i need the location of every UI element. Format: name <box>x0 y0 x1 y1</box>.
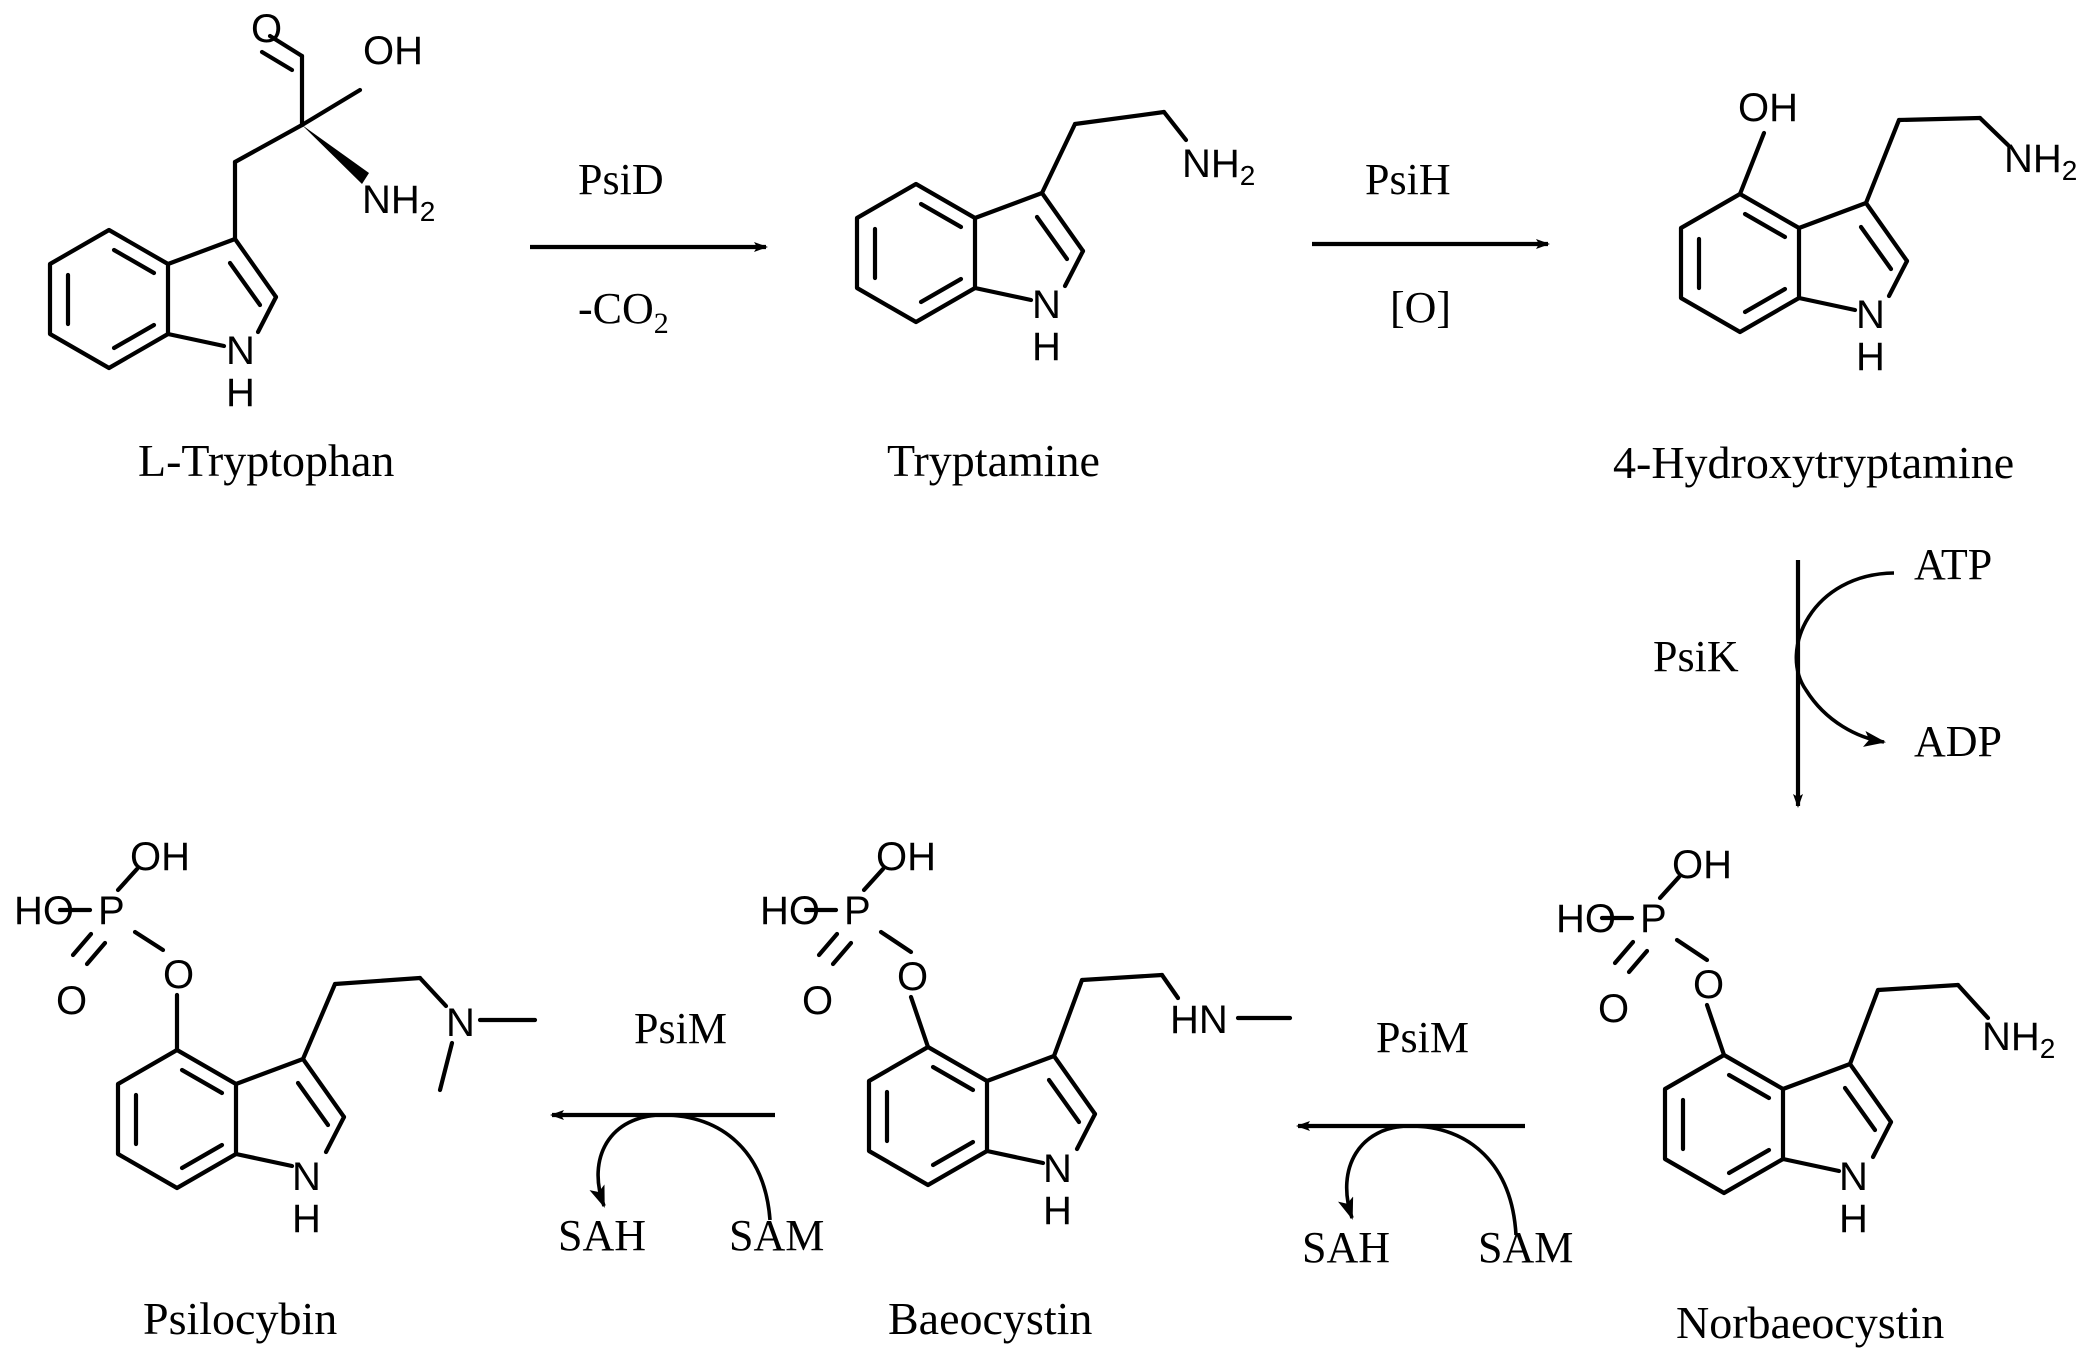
tryptophan-oh: OH <box>363 29 423 73</box>
tryptophan-nh2: NH2 <box>362 178 435 227</box>
psilocybin-dimethyl-n: N <box>446 1001 475 1045</box>
tryptophan-label: L-Tryptophan <box>138 435 394 486</box>
norbaeocystin-structure: OH HO P O O N H NH2 <box>1556 843 2055 1241</box>
norbaeocystin-nh2: NH2 <box>1982 1015 2055 1064</box>
hydroxytryptamine-nh2: NH2 <box>2004 137 2077 186</box>
psilocybin-double-o: O <box>56 979 87 1023</box>
psim-cofactor-curve-1 <box>1337 1124 1518 1236</box>
psih-step: PsiH [O] <box>1312 155 1550 332</box>
psik-cofactor-curve <box>1794 571 1895 747</box>
baeocystin-label: Baeocystin <box>888 1293 1092 1344</box>
norbaeocystin-nh-n: N <box>1839 1155 1868 1199</box>
tryptophan-structure: N H O OH NH2 <box>47 7 435 415</box>
hydroxytryptamine-nh-h: H <box>1856 335 1885 379</box>
psih-enzyme-label: PsiH <box>1365 155 1451 204</box>
baeocystin-nh-n: N <box>1043 1147 1072 1191</box>
psilocybin-nh-n: N <box>292 1155 321 1199</box>
psik-adp-label: ADP <box>1914 717 2002 766</box>
norbaeocystin-ester-o: O <box>1693 963 1724 1007</box>
baeocystin-hn: HN <box>1170 998 1228 1042</box>
baeocystin-ho: HO <box>760 889 820 933</box>
hydroxytryptamine-nh-n: N <box>1856 293 1885 337</box>
baeocystin-oh: OH <box>876 835 936 879</box>
tryptophan-nh-h: H <box>226 371 255 415</box>
psih-cofactor-label: [O] <box>1390 283 1451 332</box>
psilocybin-structure: OH HO P O O N H N <box>14 835 538 1241</box>
psim-step-1: PsiM SAM SAH <box>1296 1013 1573 1272</box>
psid-enzyme-label: PsiD <box>578 155 664 204</box>
psilocybin-ho: HO <box>14 889 74 933</box>
psim-sah-label-2: SAH <box>558 1211 646 1260</box>
hydroxytryptamine-oh: OH <box>1738 86 1798 130</box>
psim-enzyme-label-1: PsiM <box>1376 1013 1469 1062</box>
psim-sah-label-1: SAH <box>1302 1223 1390 1272</box>
psim-enzyme-label-2: PsiM <box>634 1004 727 1053</box>
psik-atp-label: ATP <box>1914 540 1992 589</box>
tryptamine-label: Tryptamine <box>887 435 1100 486</box>
norbaeocystin-nh-h: H <box>1839 1197 1868 1241</box>
psilocybin-p: P <box>98 889 125 933</box>
psid-step: PsiD -CO2 <box>530 155 768 340</box>
tryptamine-nh2: NH2 <box>1182 142 1255 191</box>
psim-step-2: PsiM SAM SAH <box>550 1004 824 1260</box>
norbaeocystin-ho: HO <box>1556 897 1616 941</box>
baeocystin-double-o: O <box>802 979 833 1023</box>
psik-enzyme-label: PsiK <box>1653 632 1739 681</box>
hydroxytryptamine-label: 4-Hydroxytryptamine <box>1613 437 2014 488</box>
psik-step: PsiK ATP ADP <box>1653 540 2002 808</box>
psim-sam-label-2: SAM <box>729 1211 824 1260</box>
baeocystin-nh-h: H <box>1043 1189 1072 1233</box>
baeocystin-p: P <box>844 889 871 933</box>
psid-cofactor-label: -CO2 <box>578 284 669 340</box>
tryptophan-nh-n: N <box>226 329 255 373</box>
norbaeocystin-oh: OH <box>1672 843 1732 887</box>
tryptamine-nh-h: H <box>1032 325 1061 369</box>
baeocystin-structure: OH HO P O O N H HN <box>760 835 1293 1233</box>
norbaeocystin-double-o: O <box>1598 987 1629 1031</box>
hydroxytryptamine-structure: OH N H NH2 <box>1678 86 2077 379</box>
psilocybin-label: Psilocybin <box>143 1293 337 1344</box>
psilocybin-nh-h: H <box>292 1197 321 1241</box>
tryptophan-carbonyl-o: O <box>251 7 282 51</box>
psilocybin-oh: OH <box>130 835 190 879</box>
baeocystin-ester-o: O <box>897 955 928 999</box>
psilocybin-ester-o: O <box>163 953 194 997</box>
tryptamine-structure: N H NH2 <box>854 109 1255 369</box>
tryptamine-nh-n: N <box>1032 283 1061 327</box>
psim-cofactor-curve-2 <box>589 1113 772 1221</box>
norbaeocystin-label: Norbaeocystin <box>1676 1297 1944 1348</box>
psim-sam-label-1: SAM <box>1478 1223 1573 1272</box>
norbaeocystin-p: P <box>1640 897 1667 941</box>
